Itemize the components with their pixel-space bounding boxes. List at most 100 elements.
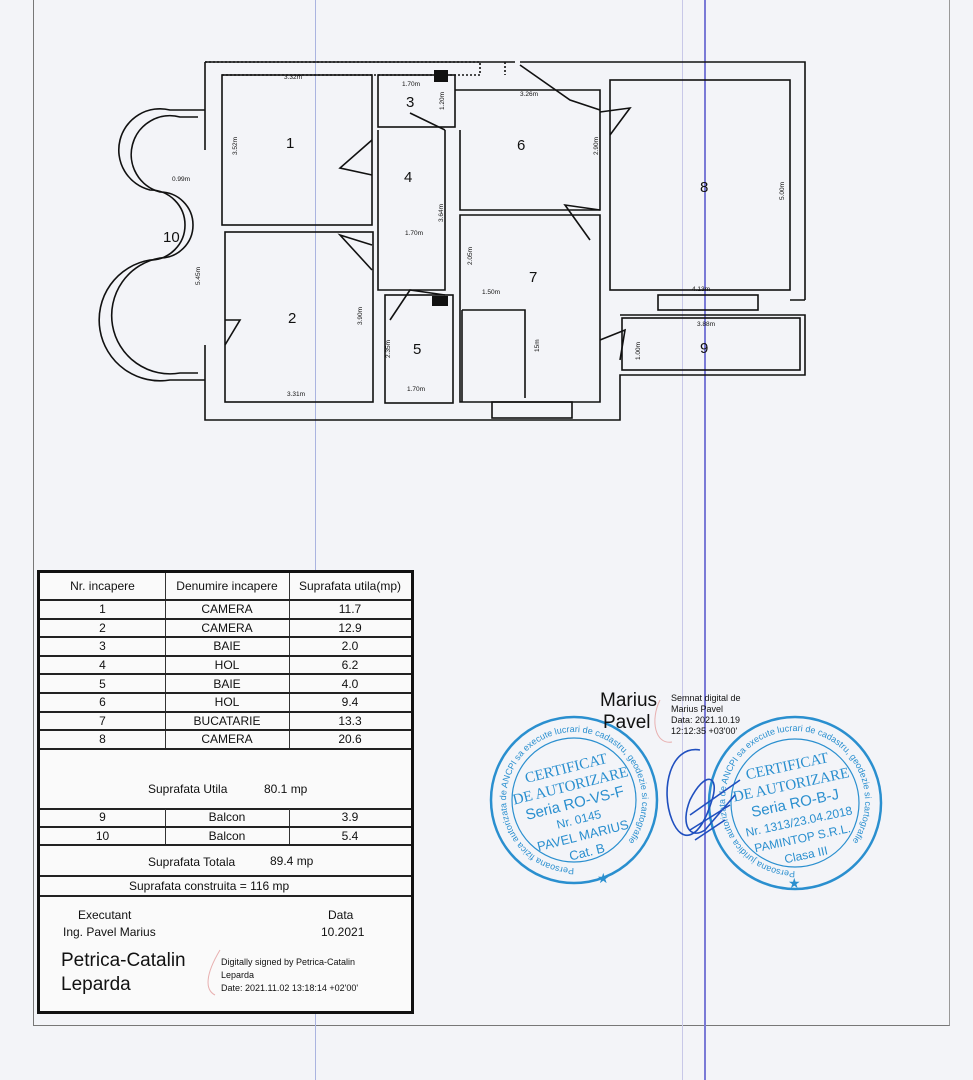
dimension-label: 1.70m [405, 230, 423, 237]
dimension-label: 1.20m [439, 92, 446, 110]
dimension-label: 3.31m [287, 391, 305, 398]
dimension-label: 2.35m [385, 340, 392, 358]
floor-plan: 1 2 3 4 5 6 7 8 9 10 3.32m 1.70m 1.20m 3… [98, 61, 806, 421]
stamp-pamintop: Persoana juridica autorizata de ANCPI sa… [707, 715, 883, 892]
dimension-label: 1.50m [482, 289, 500, 296]
dimension-label: 3.64m [438, 204, 445, 222]
dimension-label: 15m [534, 339, 541, 352]
room-name: CAMERA [165, 731, 290, 748]
dimension-label: 5.45m [195, 267, 202, 285]
totala-label: Suprafata Totala [148, 855, 236, 869]
room-number: 8 [40, 731, 166, 748]
room-label: 2 [288, 310, 296, 327]
room-area: 12.9 [338, 620, 362, 635]
dimension-label: 2.05m [467, 247, 474, 265]
totala-value: 89.4 mp [270, 854, 314, 868]
fixture [432, 296, 448, 306]
room-area: 13.3 [338, 713, 362, 728]
totala-row: Suprafata Totala 89.4 mp [40, 845, 411, 877]
room-5 [384, 294, 454, 404]
room-name: Balcon [165, 827, 290, 844]
room-3 [377, 74, 456, 128]
room-number: 9 [40, 809, 166, 826]
executant-label: Executant [78, 908, 132, 922]
utila-row: Suprafata Utila 80.1 mp [40, 748, 411, 810]
construita-text: Suprafata construita = 116 mp [129, 879, 290, 893]
room-number: 10 [40, 827, 166, 844]
dimension-label: 5.00m [779, 182, 786, 200]
fixture [434, 70, 448, 82]
room-name: BAIE [165, 638, 290, 655]
scan-line [682, 0, 683, 1080]
utila-value: 80.1 mp [264, 782, 308, 796]
dimension-label: 3.52m [232, 137, 239, 155]
room-label: 4 [404, 169, 412, 186]
dimension-label: 1.70m [402, 81, 420, 88]
room-label: 9 [700, 340, 708, 357]
dimension-label: 3.26m [520, 91, 538, 98]
signer-name: Pavel [603, 712, 651, 733]
construita-row: Suprafata construita = 116 mp [40, 877, 411, 897]
data-label: Data [328, 908, 354, 922]
room-number: 7 [40, 712, 166, 730]
header-area: Suprafata utila(mp) [298, 579, 402, 593]
digital-signature-text: Leparda [221, 970, 255, 980]
room-number: 4 [40, 656, 166, 674]
room-name: BAIE [165, 675, 290, 692]
scan-line [704, 0, 706, 1080]
signature-mark [654, 699, 673, 743]
room-area: 3.9 [341, 810, 359, 825]
dimension-label: 1.70m [407, 386, 425, 393]
room-8 [609, 79, 791, 291]
digital-signature-text: 12:12:35 +03'00' [671, 726, 738, 736]
room-1 [221, 74, 373, 226]
room-number: 6 [40, 694, 166, 711]
room-name: Balcon [165, 809, 290, 826]
room-label: 3 [406, 94, 414, 111]
star-icon: ★ [788, 877, 801, 892]
room-number: 1 [40, 601, 166, 618]
signer-name: Marius [600, 690, 658, 711]
room-7 [459, 214, 601, 403]
area-table: Nr. incapere Denumire incapere Suprafata… [37, 570, 414, 1014]
room-area: 6.2 [341, 658, 359, 673]
room-label: 1 [286, 135, 294, 152]
star-icon: ★ [597, 872, 610, 887]
dimension-label: 3.90m [357, 307, 364, 325]
page-border [33, 0, 950, 1026]
room-10 [98, 107, 205, 382]
dimension-label: 2.90m [593, 137, 600, 155]
room-label: 8 [700, 179, 708, 196]
outer-wall [204, 61, 806, 421]
room-name: HOL [165, 656, 290, 674]
digital-signature-text: Data: 2021.10.19 [671, 715, 741, 725]
data-value: 10.2021 [321, 925, 365, 939]
room-label: 10 [163, 229, 180, 246]
digital-signature-text: Date: 2021.11.02 13:18:14 +02'00' [221, 983, 359, 993]
room-area: 20.6 [338, 732, 362, 747]
room-area: 11.7 [338, 602, 362, 617]
signature-mark [207, 949, 221, 996]
room-name: CAMERA [165, 619, 290, 637]
dimension-label: 1.00m [635, 342, 642, 360]
room-number: 3 [40, 638, 166, 655]
scan-line [315, 0, 316, 1080]
room-2 [224, 231, 374, 403]
header-name: Denumire incapere [165, 573, 290, 599]
room-number: 5 [40, 675, 166, 692]
dimension-label: 0.99m [172, 176, 190, 183]
signer-name: Petrica-Catalin [61, 950, 186, 971]
dimension-label: 3.88m [697, 321, 715, 328]
executant-name: Ing. Pavel Marius [63, 925, 156, 939]
room-label: 7 [529, 269, 537, 286]
signer-name: Leparda [61, 974, 131, 995]
